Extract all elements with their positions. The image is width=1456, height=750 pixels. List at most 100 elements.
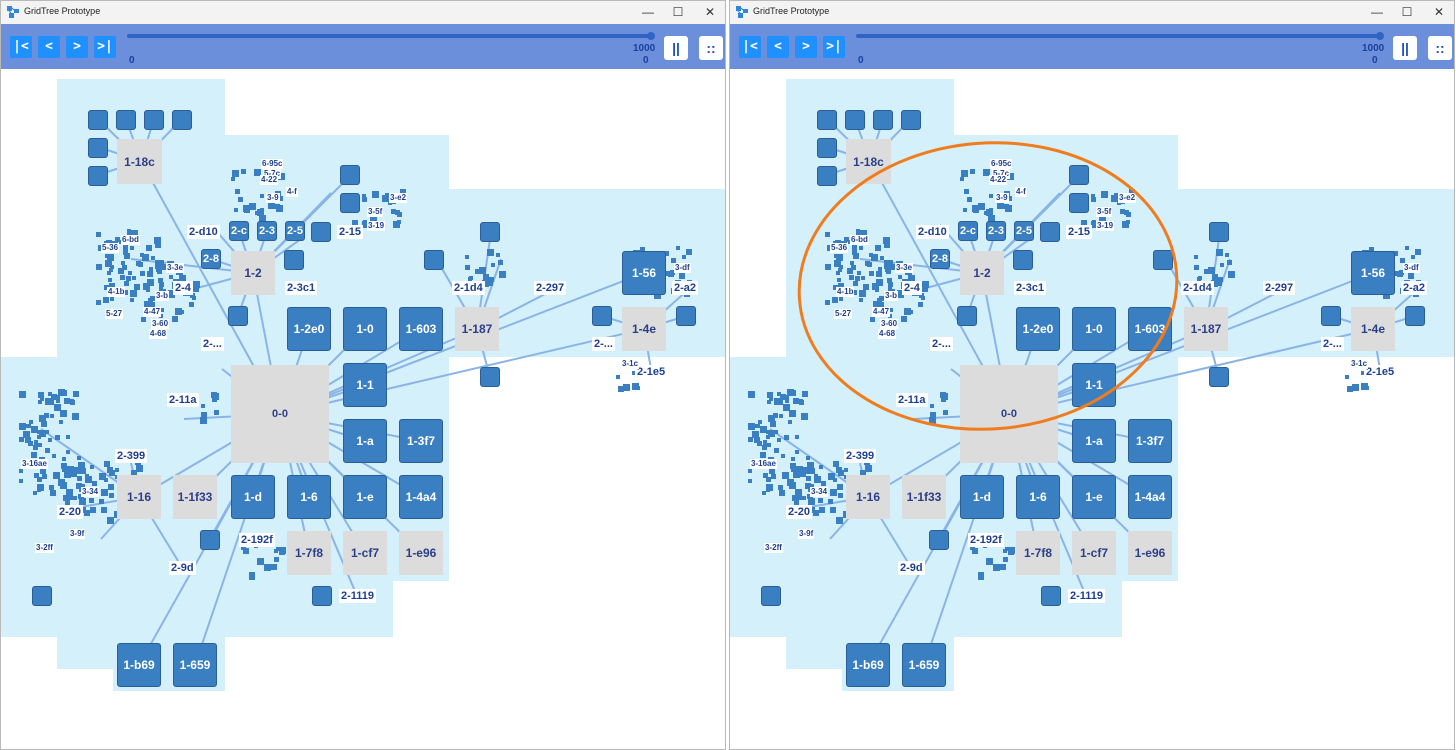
leaf-node[interactable] (964, 189, 969, 194)
leaf-node[interactable] (52, 454, 56, 458)
leaf-node[interactable] (970, 169, 975, 174)
leaf-node[interactable] (623, 384, 630, 391)
leaf-node[interactable] (107, 517, 114, 524)
child-node[interactable] (116, 110, 136, 130)
leaf-node[interactable] (876, 271, 882, 277)
leaf-node[interactable] (274, 549, 278, 553)
leaf-node[interactable] (830, 507, 836, 513)
child-node[interactable] (88, 166, 108, 186)
leaf-node[interactable] (107, 254, 114, 261)
leaf-node[interactable] (89, 498, 94, 503)
leaf-node[interactable] (23, 431, 30, 438)
leaf-node[interactable] (1415, 249, 1421, 255)
leaf-node[interactable] (62, 466, 67, 471)
leaf-node[interactable] (1408, 273, 1414, 279)
leaf-node[interactable] (201, 412, 207, 418)
leaf-node[interactable] (29, 420, 33, 424)
leaf-node[interactable] (921, 285, 928, 292)
leaf-node[interactable] (131, 470, 137, 476)
leaf-node[interactable] (989, 194, 993, 198)
leaf-node[interactable] (19, 437, 24, 442)
leaf-node[interactable] (496, 253, 500, 257)
child-node[interactable] (1153, 250, 1173, 270)
tree-node[interactable]: 1-1f33 (902, 475, 946, 519)
tree-node[interactable]: 1-d (231, 475, 275, 519)
leaf-node[interactable] (104, 478, 108, 482)
leaf-node[interactable] (809, 468, 815, 474)
leaf-node[interactable] (886, 269, 891, 274)
leaf-node[interactable] (810, 484, 814, 488)
leaf-node[interactable] (104, 285, 109, 290)
leaf-node[interactable] (1120, 209, 1125, 214)
leaf-node[interactable] (686, 249, 692, 255)
leaf-node[interactable] (260, 194, 264, 198)
leaf-node[interactable] (37, 477, 42, 482)
leaf-node[interactable] (63, 495, 69, 501)
leaf-node[interactable] (271, 204, 276, 209)
timeline-slider[interactable] (856, 34, 1380, 38)
tree-node[interactable]: 1-2 (960, 251, 1004, 295)
leaf-node[interactable] (54, 404, 61, 411)
leaf-node[interactable] (1000, 564, 1006, 570)
leaf-node[interactable] (883, 237, 890, 244)
leaf-node[interactable] (871, 254, 878, 261)
leaf-node[interactable] (180, 310, 184, 314)
leaf-node[interactable] (255, 211, 259, 215)
leaf-node[interactable] (1197, 277, 1201, 281)
leaf-node[interactable] (146, 288, 150, 292)
child-node[interactable] (817, 166, 837, 186)
leaf-node[interactable] (668, 271, 674, 277)
tree-node[interactable]: 1-2e0 (1016, 307, 1060, 351)
leaf-node[interactable] (138, 262, 143, 267)
leaf-node[interactable] (929, 417, 936, 424)
leaf-node[interactable] (74, 467, 81, 474)
leaf-node[interactable] (825, 264, 831, 270)
leaf-node[interactable] (77, 476, 82, 481)
leaf-node[interactable] (774, 448, 779, 453)
leaf-node[interactable] (852, 245, 857, 250)
leaf-node[interactable] (919, 293, 924, 298)
leaf-node[interactable] (62, 457, 66, 461)
leaf-node[interactable] (487, 249, 494, 256)
leaf-node[interactable] (31, 426, 38, 433)
leaf-node[interactable] (1411, 255, 1415, 259)
leaf-node[interactable] (839, 297, 843, 301)
leaf-node[interactable] (38, 400, 42, 404)
leaf-node[interactable] (254, 169, 261, 176)
leaf-node[interactable] (1007, 196, 1012, 201)
child-node[interactable] (817, 110, 837, 130)
leaf-node[interactable] (769, 397, 773, 401)
leaf-node[interactable] (475, 269, 480, 274)
pause-button[interactable]: || (664, 36, 688, 60)
layout-button[interactable]: :: (699, 36, 723, 60)
leaf-node[interactable] (748, 423, 755, 430)
leaf-node[interactable] (859, 298, 863, 302)
leaf-node[interactable] (160, 308, 164, 312)
tree-node[interactable]: 1-4e (1351, 307, 1395, 351)
child-node[interactable] (1321, 306, 1341, 326)
child-node[interactable] (340, 193, 360, 213)
leaf-node[interactable] (108, 278, 112, 282)
leaf-node[interactable] (859, 246, 863, 250)
leaf-node[interactable] (777, 438, 781, 442)
child-node[interactable] (1209, 222, 1229, 242)
leaf-node[interactable] (807, 494, 812, 499)
leaf-node[interactable] (983, 169, 990, 176)
first-button[interactable]: |< (10, 36, 32, 58)
leaf-node[interactable] (130, 246, 134, 250)
child-node[interactable] (901, 110, 921, 130)
leaf-node[interactable] (752, 431, 759, 438)
leaf-node[interactable] (92, 481, 97, 486)
leaf-node[interactable] (1101, 191, 1108, 198)
tree-node[interactable]: 0-0 (960, 365, 1058, 463)
child-node[interactable] (1209, 367, 1229, 387)
leaf-node[interactable] (271, 564, 277, 570)
leaf-node[interactable] (1194, 255, 1198, 259)
leaf-node[interactable] (797, 495, 802, 500)
leaf-node[interactable] (836, 271, 840, 275)
leaf-node[interactable] (787, 479, 794, 486)
leaf-node[interactable] (499, 271, 506, 278)
leaf-node[interactable] (767, 443, 771, 447)
leaf-node[interactable] (391, 209, 396, 214)
